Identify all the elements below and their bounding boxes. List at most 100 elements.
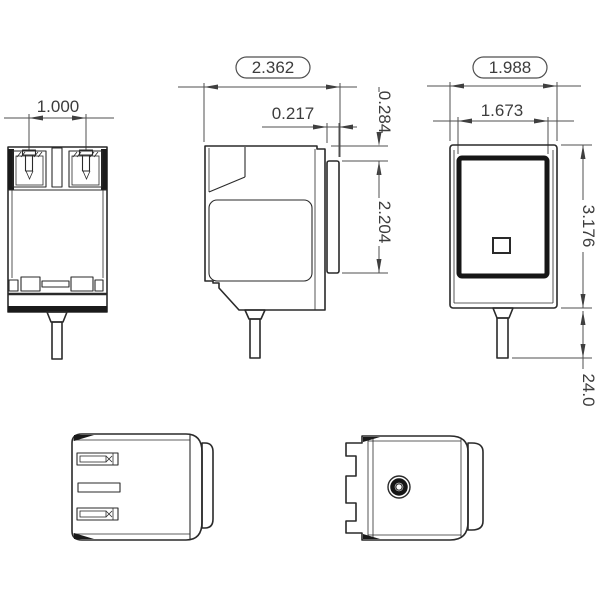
dim-value-overall-depth: 2.362 <box>252 58 295 77</box>
prong-housing-inner <box>71 155 100 186</box>
dim-balloon <box>235 56 311 79</box>
boss-outer-ring <box>387 475 411 499</box>
dim-value-plate-height: 2.204 <box>375 201 394 244</box>
dim-value-face-width: 1.673 <box>481 101 524 120</box>
prong-blade <box>24 154 34 172</box>
blade-outline <box>77 482 121 493</box>
prong-blade-bottom <box>76 507 119 521</box>
left-wall-section <box>8 149 14 190</box>
back-view: 1.988 1.673 3.176 24.0 <box>427 56 598 407</box>
vent <box>70 276 94 292</box>
hatch-tick <box>16 151 22 158</box>
hatch-tick <box>72 151 78 158</box>
screw-boss <box>387 475 411 499</box>
bottom-view <box>345 435 484 541</box>
dim-body-height: 3.176 <box>561 144 598 309</box>
boss-center-hole <box>395 483 403 491</box>
back-body-outline <box>449 144 558 309</box>
arrowhead <box>29 115 43 121</box>
arrowhead <box>580 311 586 325</box>
dim-cable-length: 24.0 <box>512 311 598 407</box>
hatch-tick <box>93 151 99 158</box>
prong-blade-middle <box>77 482 121 493</box>
arrowhead <box>543 83 557 89</box>
blade-slot <box>79 510 107 518</box>
arrowhead <box>326 84 340 90</box>
face-plate <box>326 160 340 274</box>
vent <box>41 280 70 288</box>
rubber-face-pad <box>456 155 550 279</box>
prong-blade <box>81 154 91 172</box>
right-prong-assembly <box>68 149 103 188</box>
dim-overall-depth: 2.362 <box>178 56 357 157</box>
prong-housing-inner <box>15 155 44 186</box>
power-cord <box>51 321 63 360</box>
access-window <box>492 237 511 254</box>
vent-openings <box>8 276 104 292</box>
vent <box>8 279 19 292</box>
blade-tick <box>105 510 113 518</box>
corner-shadow <box>363 534 380 539</box>
dim-value-body-height: 3.176 <box>579 205 598 248</box>
prong-housing <box>12 150 47 188</box>
corner-shadow <box>363 437 380 442</box>
strain-relief <box>492 307 514 319</box>
dim-plate-offset: 0.284 <box>331 87 394 175</box>
power-cord <box>496 317 509 359</box>
arrowhead <box>580 294 586 308</box>
arrowhead <box>534 118 548 124</box>
vent <box>94 279 104 292</box>
dim-plate-height: 2.204 <box>342 161 394 274</box>
arrowhead <box>376 132 382 146</box>
dim-value-overall-width: 1.988 <box>489 58 532 77</box>
center-slot <box>51 147 63 188</box>
dim-prong-spacing: 1.000 <box>4 97 114 150</box>
blade-outline <box>76 452 119 466</box>
dim-value-plate-offset: 0.284 <box>375 91 394 134</box>
top-body-outline <box>71 433 203 541</box>
arrowhead <box>580 344 586 358</box>
arrowhead <box>313 124 327 130</box>
chamfer-line <box>208 176 246 193</box>
top-view <box>71 433 214 541</box>
boss-dark-ring <box>390 478 408 496</box>
arrowhead <box>72 115 86 121</box>
dim-value-plate-thickness: 0.217 <box>272 104 315 123</box>
dim-face-width: 1.673 <box>433 101 574 154</box>
arrowhead <box>339 124 353 130</box>
label-recess <box>208 199 313 282</box>
arrowhead <box>580 145 586 159</box>
right-wall-section <box>101 149 107 190</box>
dim-value-cable-length: 24.0 <box>579 373 598 406</box>
rear-boss <box>201 442 214 529</box>
side-view: 2.362 0.217 0.284 2.204 <box>178 56 394 359</box>
hatch-tick <box>37 151 43 158</box>
contact-tip <box>82 170 91 180</box>
prong-blade-top <box>76 452 119 466</box>
front-view: 1.000 <box>4 97 114 360</box>
strain-relief <box>244 309 266 320</box>
dim-balloon <box>472 56 548 79</box>
strain-relief <box>46 311 68 323</box>
dim-value-prong-spacing: 1.000 <box>37 97 80 116</box>
corner-shadow <box>74 533 94 539</box>
corner-shadow <box>74 435 94 441</box>
arrowhead <box>376 259 382 273</box>
prong-housing <box>68 150 103 188</box>
bottom-edge <box>8 306 107 312</box>
contact-tip <box>25 170 34 180</box>
power-cord <box>249 318 261 359</box>
arrowhead <box>450 83 464 89</box>
dim-overall-width: 1.988 <box>427 56 581 141</box>
rear-boss <box>467 442 484 531</box>
blade-slot <box>79 455 107 463</box>
blade-tick <box>105 455 113 463</box>
arrowhead <box>204 84 218 90</box>
dim-plate-thickness: 0.217 <box>262 104 357 157</box>
arrowhead <box>458 118 472 124</box>
left-prong-assembly <box>12 149 47 188</box>
side-body-outline <box>204 145 326 311</box>
vent <box>20 276 41 292</box>
